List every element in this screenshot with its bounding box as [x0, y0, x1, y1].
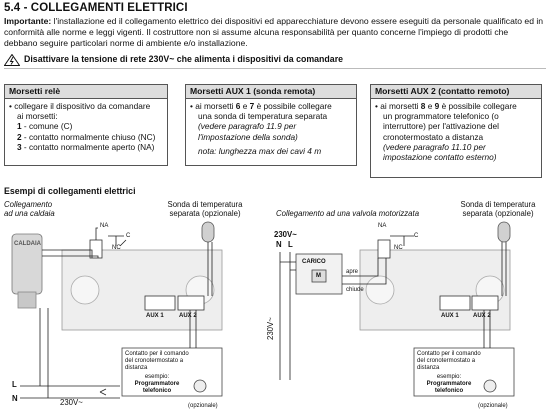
right-sensor-label-2: separata (opzionale)	[462, 209, 534, 218]
left-sensor-label-2: separata (opzionale)	[169, 209, 241, 218]
terminal-aux2-left	[177, 295, 205, 311]
right-N: N	[276, 240, 282, 249]
right-c: C	[414, 233, 419, 239]
valve-apre: apre	[346, 269, 359, 275]
box-rele: Morsetti relè • collegare il dispositivo…	[4, 84, 168, 166]
intro-line-2: conformità alle norme e leggi vigenti. I…	[4, 26, 509, 37]
box-rele-title: Morsetti relè	[5, 85, 167, 99]
box-aux2-line-5: (vedere paragrafo 11.10 per	[383, 141, 486, 152]
box-rele-line-1: • collegare il dispositivo da comandare	[9, 101, 151, 111]
box-aux2: Morsetti AUX 2 (contatto remoto) • ai mo…	[370, 84, 542, 178]
right-aux1: AUX 1	[441, 313, 459, 319]
box-aux2-line-3: interruttore) per l'attivazione del	[383, 121, 499, 132]
box-aux1-line-2: una sonda di temperatura separata	[198, 111, 328, 122]
left-voltage: 230V~	[60, 398, 83, 407]
intro-lead: Importante:	[4, 16, 52, 26]
left-diagram	[11, 221, 223, 399]
left-optional: (opzionale)	[188, 403, 218, 409]
left-nc: NC	[112, 245, 121, 251]
terminal-aux1-right	[439, 295, 471, 311]
divider	[4, 68, 546, 69]
box-aux1-note: nota: lunghezza max dei cavi 4 m	[198, 145, 322, 156]
right-optional: (opzionale)	[478, 403, 508, 409]
box-rele-item-2: 2 - contatto normalmente chiuso (NC)	[17, 131, 156, 142]
high-voltage-warning-icon	[4, 54, 20, 66]
right-sensor-label-1: Sonda di temperatura	[460, 200, 536, 209]
intro-paragraph: Importante: l'installazione ed il colleg…	[4, 16, 546, 48]
left-L: L	[12, 380, 17, 389]
intro-line-3: debbano seguire particolari norme di amb…	[4, 37, 248, 48]
right-voltage-side: 230V~	[266, 317, 275, 340]
page-title: 5.4 - COLLEGAMENTI ELETTRICI	[4, 2, 188, 14]
right-na: NA	[378, 223, 387, 229]
right-voltage-top: 230V~	[274, 230, 297, 239]
examples-title: Esempi di collegamenti elettrici	[4, 186, 136, 196]
intro-line-1: l'installazione ed il collegamento elett…	[51, 16, 544, 26]
terminal-aux1-left	[144, 295, 176, 311]
box-aux1-line-1: • ai morsetti 6 e 7 è possibile collegar…	[190, 101, 332, 111]
left-caption-1: Collegamento	[4, 200, 53, 209]
box-aux1-title: Morsetti AUX 1 (sonda remota)	[186, 85, 356, 99]
right-L: L	[288, 240, 293, 249]
left-aux2: AUX 2	[179, 313, 197, 319]
box-rele-line-2: ai morsetti:	[17, 111, 58, 122]
valve-chiude: chiude	[346, 287, 364, 293]
left-aux1: AUX 1	[146, 313, 164, 319]
box-aux2-line-1: • ai morsetti 8 e 9 è possibile collegar…	[375, 101, 517, 111]
right-caption: Collegamento ad una valvola motorizzata	[276, 209, 420, 218]
box-aux2-line-4: cronotermostato a distanza	[383, 131, 484, 142]
valve-m: M	[316, 273, 321, 279]
warning-text: Disattivare la tensione di rete 230V~ ch…	[24, 54, 344, 64]
box-rele-item-3: 3 - contatto normalmente aperto (NA)	[17, 141, 155, 152]
contact-box-right	[413, 347, 515, 397]
box-rele-item-1: 1 - comune (C)	[17, 121, 73, 132]
boiler-brand: CALDAIA	[14, 241, 41, 247]
left-sensor-label-1: Sonda di temperatura	[167, 200, 243, 209]
box-aux1-line-3: (vedere paragrafo 11.9 per	[198, 121, 297, 132]
box-aux2-title: Morsetti AUX 2 (contatto remoto)	[371, 85, 541, 99]
left-caption-2: ad una caldaia	[4, 209, 55, 218]
box-aux2-line-2: un programmatore telefonico (o	[383, 111, 499, 122]
right-nc: NC	[394, 245, 403, 251]
right-diagram	[279, 221, 515, 397]
left-N: N	[12, 394, 18, 403]
box-aux1: Morsetti AUX 1 (sonda remota) • ai morse…	[185, 84, 357, 166]
box-aux1-line-4: l'impostazione della sonda)	[198, 131, 298, 142]
left-na: NA	[100, 223, 109, 229]
right-aux2: AUX 2	[473, 313, 491, 319]
terminal-aux2-right	[471, 295, 499, 311]
box-aux2-line-6: impostazione contatto esterno)	[383, 152, 497, 163]
valve-label: CARICO	[302, 259, 326, 265]
left-c: C	[126, 233, 131, 239]
